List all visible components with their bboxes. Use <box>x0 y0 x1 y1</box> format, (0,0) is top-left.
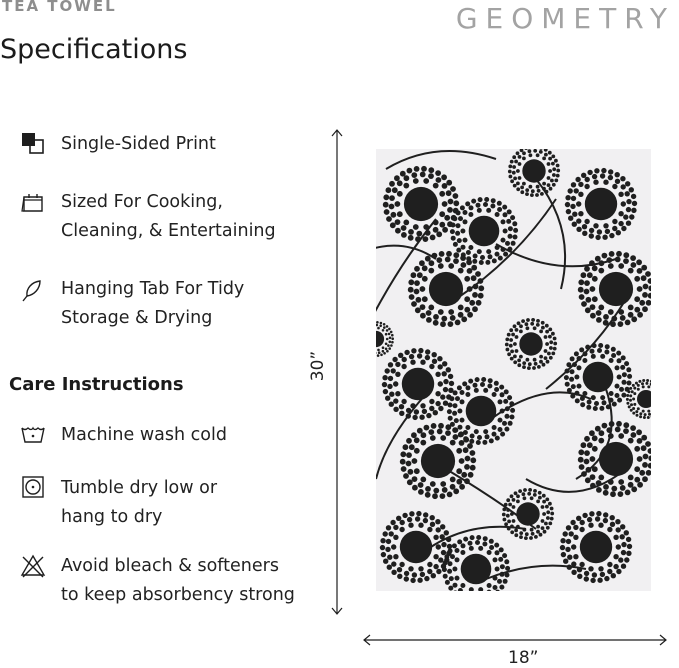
dandelion-pattern <box>376 149 651 591</box>
calendar-icon <box>20 190 46 216</box>
care-title: Care Instructions <box>9 374 184 395</box>
dandelion-flower <box>508 149 560 197</box>
dandelion-flower <box>565 168 637 240</box>
stem <box>386 151 496 169</box>
feature-hanging-tab: Hanging Tab For Tidy Storage & Drying <box>61 275 244 333</box>
feature-sized: Sized For Cooking, Cleaning, & Entertain… <box>61 188 276 246</box>
dandelion-flower <box>505 318 557 370</box>
width-dimension-arrow <box>362 632 668 648</box>
care-wash: Machine wash cold <box>61 421 227 450</box>
dandelion-flower <box>380 511 452 583</box>
leaf-hook-icon <box>20 278 46 304</box>
care-tumble-dry: Tumble dry low or hang to dry <box>61 474 217 532</box>
tea-towel-image <box>376 149 651 591</box>
dandelion-flower <box>564 343 632 411</box>
dandelion-flower <box>376 321 394 357</box>
feature-single-sided: Single-Sided Print <box>61 130 216 159</box>
product-kicker: TEA TOWEL <box>2 0 117 15</box>
height-dimension-arrow <box>329 128 345 616</box>
dandelion-flower <box>502 488 554 540</box>
stem <box>496 244 616 266</box>
brand-logo: GEOMETRY <box>456 2 675 35</box>
care-no-bleach: Avoid bleach & softeners to keep absorbe… <box>61 552 295 610</box>
wash-tub-icon <box>20 422 46 448</box>
dandelion-flower <box>382 348 454 420</box>
tumble-dry-icon <box>20 474 46 500</box>
dandelion-flower <box>450 197 518 265</box>
dandelion-flower <box>560 511 632 583</box>
dandelion-flower <box>442 535 510 591</box>
stem <box>536 179 565 289</box>
width-label: 18” <box>508 648 538 668</box>
dandelion-flower <box>383 166 459 242</box>
height-label: 30” <box>308 351 328 381</box>
page-title: Specifications <box>0 34 187 65</box>
print-squares-icon <box>20 130 46 156</box>
dandelion-flower <box>578 421 651 497</box>
no-bleach-icon <box>20 553 46 579</box>
